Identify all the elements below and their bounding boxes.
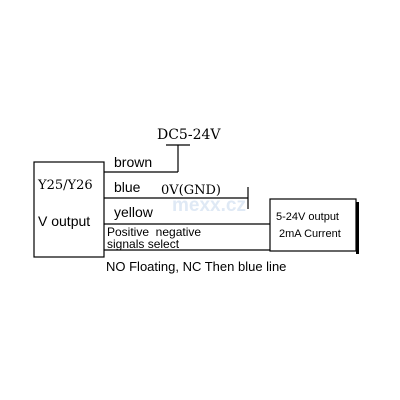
load-box — [269, 198, 357, 252]
ground-label: 0V(GND) — [161, 183, 221, 198]
yellow-wire-label: yellow — [114, 204, 154, 220]
blue-wire-label: blue — [114, 179, 141, 195]
load-output-label: 5-24V output — [276, 211, 339, 223]
signal-note-line2: signals select — [107, 237, 180, 251]
brown-wire-label: brown — [114, 154, 152, 170]
sensor-output-label: V output — [38, 213, 90, 229]
load-current-label: 2mA Current — [279, 228, 341, 240]
wiring-footer-note: NO Floating, NC Then blue line — [106, 259, 286, 274]
sensor-model-label: Y25/Y26 — [37, 178, 93, 193]
sensor-box — [33, 161, 105, 258]
load-box-shadow — [356, 202, 359, 254]
signal-note-line1: Positive negative — [107, 225, 201, 239]
supply-voltage-label: DC5-24V — [157, 127, 221, 143]
watermark: mexx.cz — [172, 195, 246, 216]
